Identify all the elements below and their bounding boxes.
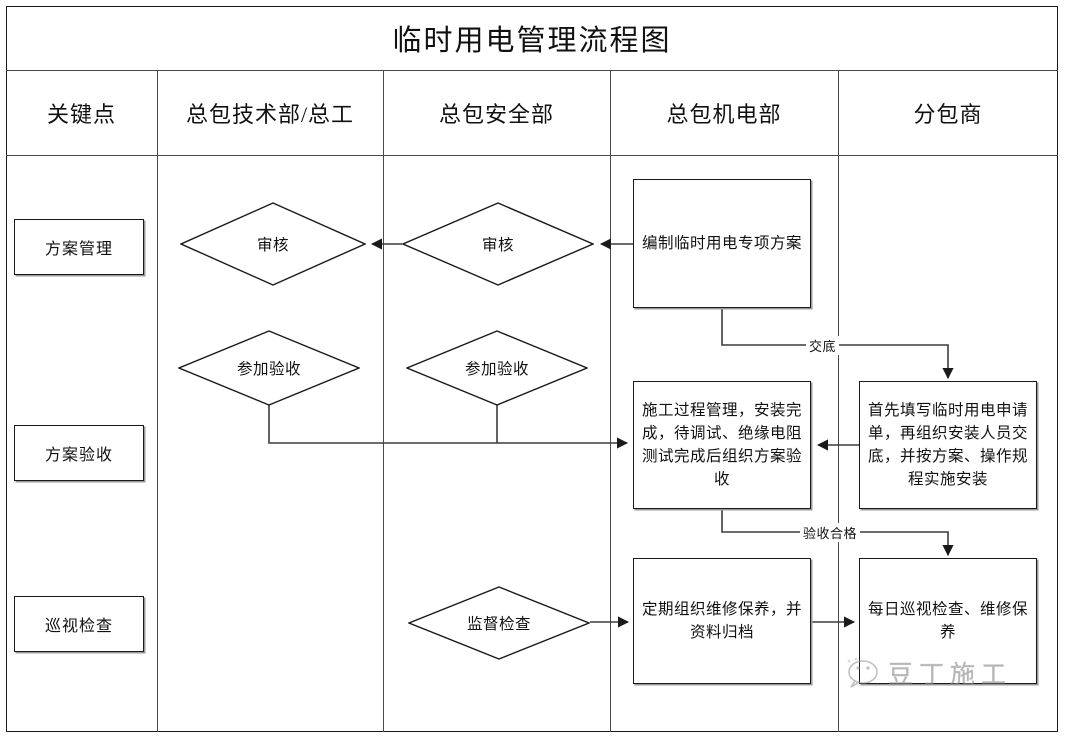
- column-header-key-point: 关键点: [46, 101, 116, 127]
- diamond-shape: [402, 202, 594, 286]
- diamond-shape: [408, 586, 590, 660]
- grid-line-col-2: [383, 70, 384, 732]
- node-join-acceptance-safety[interactable]: 参加验收: [406, 330, 588, 406]
- node-construction-management[interactable]: 施工过程管理，安装完成，待调试、绝缘电阻测试完成后组织方案验收: [633, 381, 811, 509]
- node-review-safety[interactable]: 审核: [402, 202, 594, 286]
- node-join-acceptance-tech[interactable]: 参加验收: [178, 330, 360, 406]
- column-header-tech-dept: 总包技术部/总工: [185, 101, 355, 127]
- key-point-label: 巡视检查: [44, 618, 113, 635]
- column-header-mep-dept: 总包机电部: [666, 101, 782, 127]
- node-label: 首先填写临时用电申请单，再组织安装人员交底，并按方案、操作规程实施安装: [867, 401, 1028, 489]
- column-header-subcontractor: 分包商: [913, 101, 983, 127]
- diamond-shape: [178, 330, 360, 406]
- key-point-label: 方案管理: [44, 241, 113, 258]
- node-label: 定期组织维修保养，并资料归档: [641, 600, 802, 641]
- key-point-plan-acceptance[interactable]: 方案验收: [14, 425, 144, 481]
- edge-label-acceptance-passed: 验收合格: [800, 523, 861, 542]
- diamond-shape: [180, 202, 366, 286]
- key-point-plan-management[interactable]: 方案管理: [14, 219, 144, 275]
- node-supervise-inspect[interactable]: 监督检查: [408, 586, 590, 660]
- table-frame: [6, 6, 1058, 732]
- diamond-shape: [406, 330, 588, 406]
- node-daily-patrol[interactable]: 每日巡视检查、维修保养: [859, 558, 1037, 684]
- node-apply-and-install[interactable]: 首先填写临时用电申请单，再组织安装人员交底，并按方案、操作规程实施安装: [859, 381, 1037, 509]
- node-label: 每日巡视检查、维修保养: [867, 600, 1028, 641]
- node-periodic-maintenance[interactable]: 定期组织维修保养，并资料归档: [633, 558, 811, 684]
- page-title: 临时用电管理流程图: [392, 25, 672, 57]
- column-header-safety-dept: 总包安全部: [438, 101, 554, 127]
- grid-line-header-bottom: [6, 155, 1058, 156]
- node-prepare-plan[interactable]: 编制临时用电专项方案: [633, 179, 811, 308]
- grid-line-title-bottom: [6, 70, 1058, 71]
- node-review-tech[interactable]: 审核: [180, 202, 366, 286]
- grid-line-col-4: [838, 70, 839, 732]
- edge-label-disclosure: 交底: [806, 336, 840, 355]
- key-point-patrol-inspection[interactable]: 巡视检查: [14, 596, 144, 652]
- node-label: 编制临时用电专项方案: [641, 234, 802, 252]
- grid-line-col-3: [610, 70, 611, 732]
- key-point-label: 方案验收: [44, 447, 113, 464]
- grid-line-col-1: [157, 70, 158, 732]
- node-label: 施工过程管理，安装完成，待调试、绝缘电阻测试完成后组织方案验收: [641, 401, 802, 489]
